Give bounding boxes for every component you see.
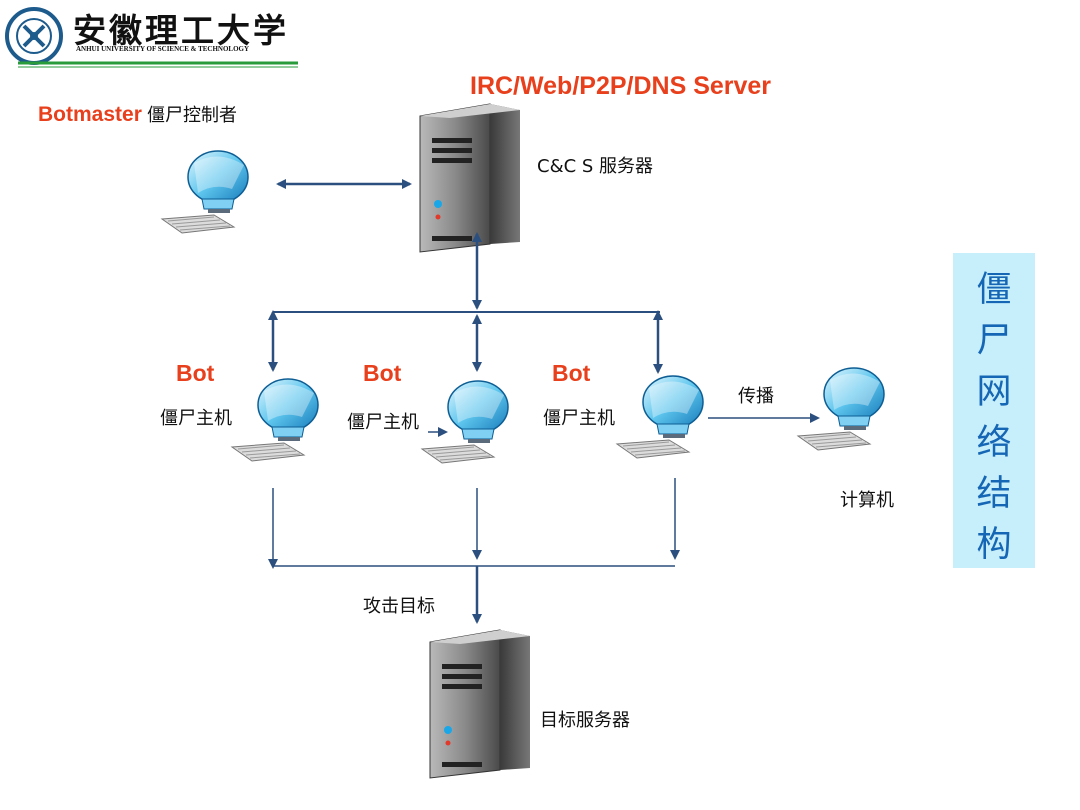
- bot2-label-cn: 僵尸主机: [347, 412, 419, 433]
- botmaster-computer-icon: [161, 150, 249, 234]
- bot2-computer-icon: [421, 380, 509, 464]
- botmaster-label-cn: 僵尸控制者: [146, 105, 237, 126]
- botmaster-label: Botmaster 僵尸控制者: [38, 101, 237, 127]
- attack-target-label: 攻击目标: [363, 596, 435, 617]
- victim-computer-icon: [797, 367, 885, 451]
- target-server-icon: [429, 629, 531, 779]
- computer-label: 计算机: [840, 490, 894, 511]
- botmaster-label-en: Botmaster: [38, 103, 142, 126]
- side-title-char: 构: [976, 525, 1012, 565]
- side-title-char: 络: [976, 423, 1012, 463]
- bot3-label-en: Bot: [552, 360, 591, 386]
- server-title: IRC/Web/P2P/DNS Server: [470, 72, 772, 100]
- cnc-server-icon: [419, 103, 521, 253]
- side-title-char: 结: [976, 474, 1012, 514]
- side-title-char: 尸: [976, 321, 1012, 361]
- bot3-label-cn: 僵尸主机: [543, 408, 615, 429]
- side-title-char: 僵: [976, 270, 1012, 310]
- bot3-computer-icon: [616, 375, 704, 459]
- bot1-computer-icon: [231, 378, 319, 462]
- side-title-char: 网: [976, 372, 1012, 412]
- bot2-label-en: Bot: [363, 360, 402, 386]
- cnc-server-label: C&C S 服务器: [537, 156, 654, 177]
- spread-label: 传播: [738, 386, 774, 407]
- university-name-cn: 安徽理工大学: [73, 11, 289, 50]
- university-seal-icon: [5, 7, 63, 65]
- side-title-box: 僵 尸 网 络 结 构: [953, 253, 1035, 568]
- bot1-label-en: Bot: [176, 360, 215, 386]
- university-name-en: ANHUI UNIVERSITY OF SCIENCE & TECHNOLOGY: [76, 45, 250, 53]
- target-server-label: 目标服务器: [540, 710, 630, 731]
- bot1-label-cn: 僵尸主机: [160, 408, 232, 429]
